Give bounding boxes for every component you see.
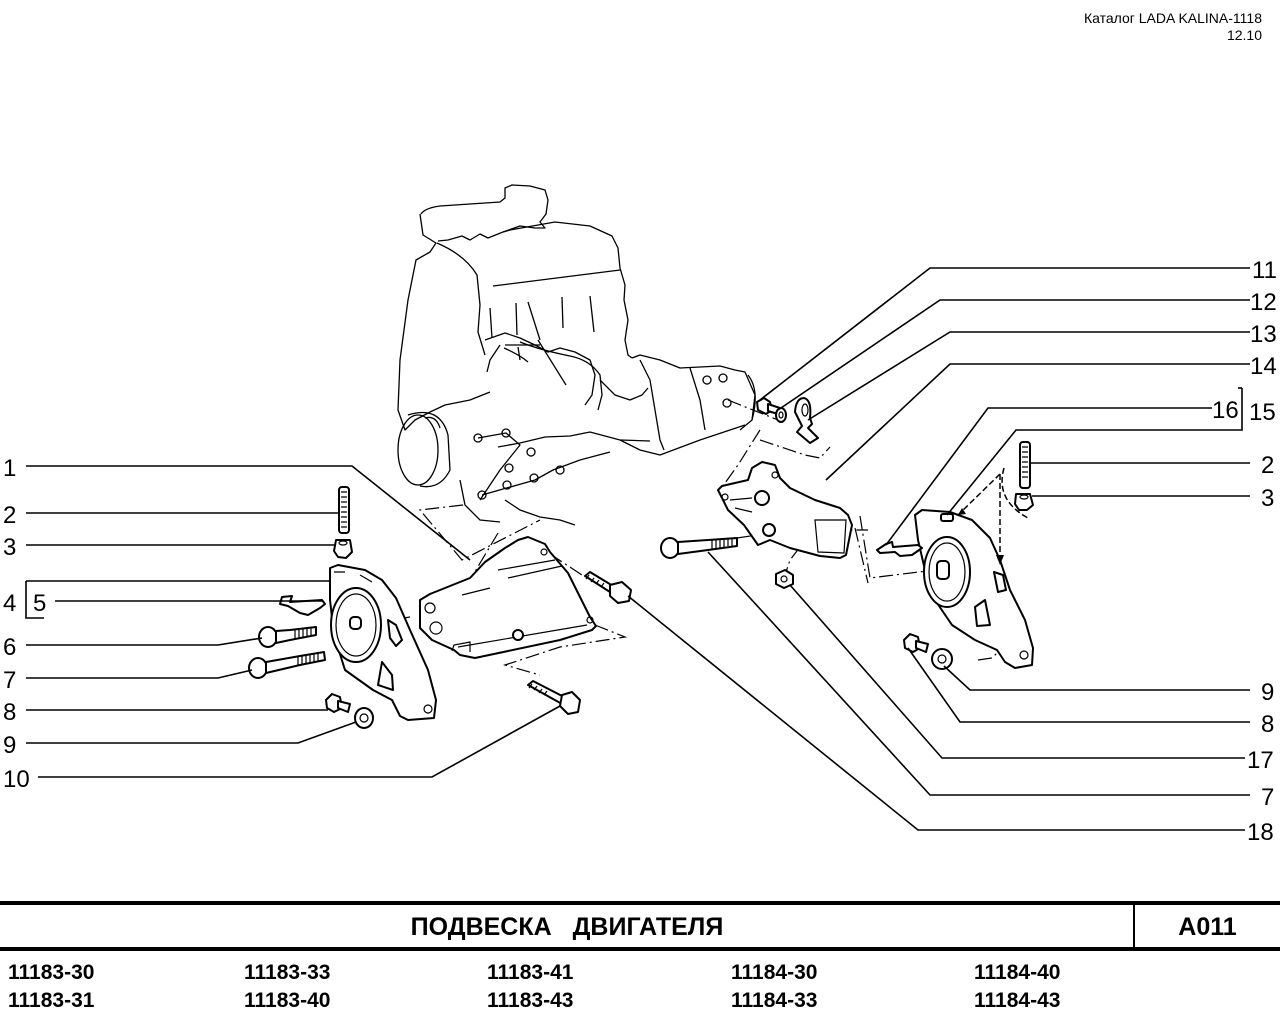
- bolt-part-6: [258, 626, 317, 648]
- callout-12: 12: [1250, 289, 1277, 316]
- callout-13: 13: [1250, 321, 1277, 348]
- callout-11: 11: [1252, 257, 1277, 284]
- callout-labels-left: 1 2 3 4 5 6 7 8 9 10: [3, 455, 46, 793]
- bolt-part-7-right: [660, 537, 738, 559]
- title-block: ПОДВЕСКА ДВИГАТЕЛЯ A011 11183-30 11183-3…: [0, 901, 1280, 1021]
- callout-3: 3: [3, 534, 16, 561]
- engine-assembly-outline: [397, 184, 756, 526]
- right-engine-mount: [914, 509, 1034, 669]
- leader-lines: [25, 267, 1250, 831]
- section-code: A011: [1178, 913, 1237, 941]
- model-code: 11183-43: [487, 989, 574, 1012]
- callout-7: 7: [3, 667, 16, 694]
- catalog-title: Каталог LADA KALINA-1118: [1083, 10, 1262, 26]
- callout-15: 15: [1249, 399, 1276, 426]
- bolt-part-8: [325, 693, 351, 713]
- bolt-part-8-right: [903, 633, 929, 653]
- nut-part-3: [333, 539, 353, 559]
- model-code: 11183-40: [244, 989, 331, 1012]
- callout-17: 17: [1247, 747, 1274, 774]
- washer-part-9: [354, 707, 374, 729]
- callout-16: 16: [1212, 397, 1239, 424]
- nut-part-17: [775, 569, 794, 589]
- callout-14: 14: [1250, 353, 1277, 380]
- bolt-part-10: [527, 680, 581, 715]
- callout-2: 2: [3, 502, 16, 529]
- bolt-part-7: [248, 651, 326, 679]
- callout-10: 10: [3, 766, 30, 793]
- section-title: ПОДВЕСКА ДВИГАТЕЛЯ: [410, 913, 724, 941]
- dashed-arrows: [957, 467, 1029, 565]
- model-code: 11184-43: [974, 989, 1061, 1012]
- model-code: 11183-30: [8, 961, 95, 984]
- exploded-parts-diagram: 1 2 3 4 5 6 7 8 9 10 11 12 13 14 16 15 2…: [3, 184, 1277, 846]
- callout-18: 18: [1247, 819, 1274, 846]
- title-row: ПОДВЕСКА ДВИГАТЕЛЯ A011: [0, 901, 1280, 951]
- callout-4: 4: [3, 590, 16, 617]
- clip-part-16: [876, 541, 923, 557]
- left-engine-mount: [329, 564, 437, 721]
- stud-part-2: [338, 486, 350, 534]
- model-code: 11184-40: [974, 961, 1061, 984]
- callout-8: 8: [3, 699, 16, 726]
- model-code: 11184-33: [731, 989, 818, 1012]
- model-code: 11183-33: [244, 961, 331, 984]
- center-bracket-part-1: [419, 536, 597, 659]
- bolt-part-18-left: [584, 571, 632, 604]
- title-divider: [1133, 905, 1135, 947]
- callout-9: 9: [3, 732, 16, 759]
- nut-part-3-right: [1014, 493, 1034, 511]
- washer-part-12: [775, 407, 787, 423]
- callout-3-right: 3: [1261, 485, 1274, 512]
- clip-part-5: [279, 595, 326, 616]
- callout-8-right: 8: [1261, 711, 1274, 738]
- catalog-date: 12.10: [1226, 27, 1262, 43]
- model-list: 11183-30 11183-31 11183-33 11183-40 1118…: [0, 951, 1280, 1021]
- callout-2-right: 2: [1261, 452, 1274, 479]
- right-bracket-part-14: [717, 461, 853, 559]
- callout-1: 1: [3, 455, 16, 482]
- callout-9-right: 9: [1261, 679, 1274, 706]
- stud-part-2-right: [1019, 441, 1031, 489]
- callout-6: 6: [3, 634, 16, 661]
- callout-7-right: 7: [1261, 784, 1274, 811]
- model-code: 11183-41: [487, 961, 574, 984]
- catalog-header: Каталог LADA KALINA-1118 12.10: [1084, 10, 1262, 44]
- callout-5: 5: [33, 590, 46, 617]
- callout-labels-right: 11 12 13 14 16 15 2 3 9 8 17 7 18: [1212, 257, 1277, 846]
- model-code: 11184-30: [731, 961, 818, 984]
- washer-part-9-right: [931, 648, 953, 670]
- bracket-part-13: [794, 397, 819, 444]
- model-code: 11183-31: [8, 989, 95, 1012]
